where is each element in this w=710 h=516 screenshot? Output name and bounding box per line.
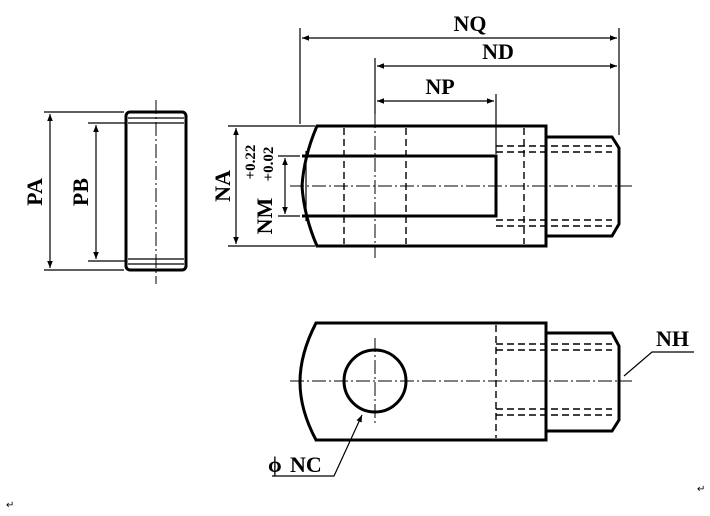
nq-label: NQ	[454, 11, 487, 36]
na-label: NA	[210, 170, 235, 202]
clevis-top-body	[300, 124, 548, 248]
clevis-front-view: NH ϕ NC	[268, 321, 694, 477]
pin-side-view: PA PB	[22, 100, 188, 284]
nm-upper-tolerance: +0.22	[243, 145, 259, 180]
pb-label: PB	[68, 178, 93, 206]
nc-diameter-symbol: ϕ	[268, 452, 282, 477]
nc-label: NC	[290, 452, 322, 477]
nh-label: NH	[656, 326, 689, 351]
clevis-top-view: NQ ND NP NA NM +0.22 +0.02	[210, 11, 632, 258]
nm-label: NM	[252, 197, 277, 234]
nd-label: ND	[482, 39, 514, 64]
np-label: NP	[425, 74, 454, 99]
return-mark-left: ↵	[6, 500, 14, 511]
clevis-top-shank	[546, 135, 621, 238]
nm-lower-tolerance: +0.02	[261, 147, 277, 182]
nh-leader	[623, 351, 694, 377]
nc-leader	[272, 414, 363, 477]
return-mark-right: ↵	[697, 484, 705, 495]
clevis-front-shank	[546, 331, 621, 433]
pa-label: PA	[22, 178, 47, 206]
clevis-front-body	[298, 321, 548, 442]
